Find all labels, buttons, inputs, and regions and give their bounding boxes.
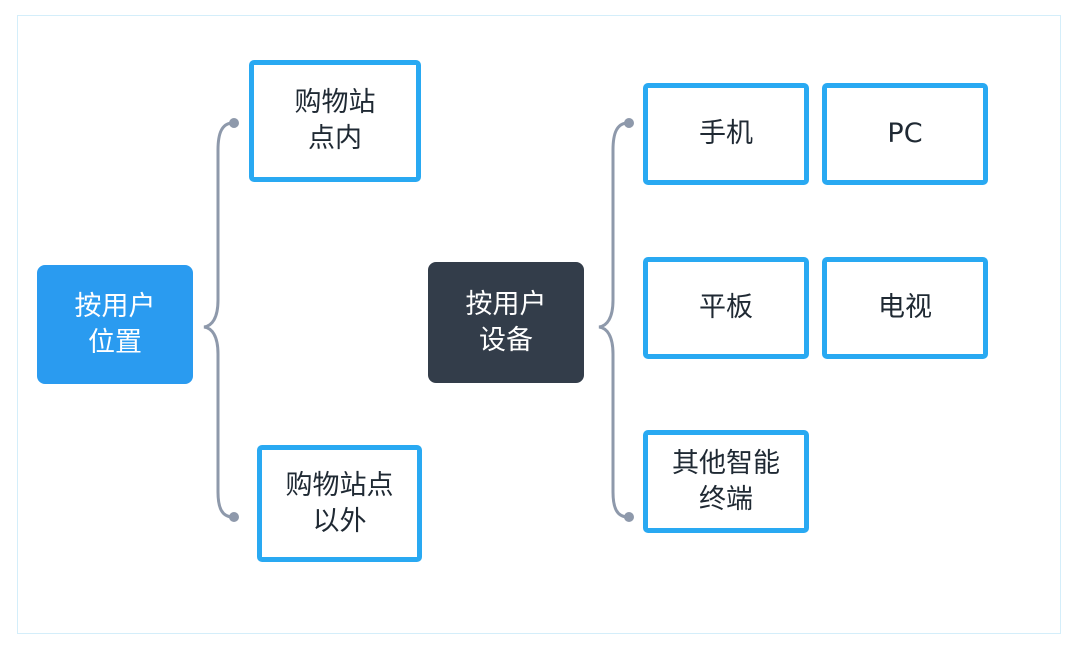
device-child-pc: PC: [822, 83, 988, 185]
device-bracket: [598, 121, 630, 519]
device-child-label: 电视: [878, 292, 932, 323]
location-child-label: 购物站点以外: [285, 469, 394, 537]
device-child-tv: 电视: [822, 257, 988, 359]
location-root-label: 按用户位置: [74, 290, 156, 358]
device-child-phone: 手机: [643, 83, 809, 185]
device-bracket-dot-top: [624, 118, 634, 128]
device-child-other-smart-terminal: 其他智能终端: [643, 430, 809, 533]
device-root-node: 按用户设备: [428, 262, 584, 383]
device-child-label: 其他智能终端: [672, 447, 780, 515]
location-bracket-dot-top: [229, 118, 239, 128]
device-child-label: PC: [887, 118, 923, 149]
device-root-label: 按用户设备: [465, 288, 547, 356]
location-bracket-dot-bottom: [229, 512, 239, 522]
device-child-label: 手机: [699, 118, 753, 149]
location-child-outside-store: 购物站点以外: [257, 445, 422, 562]
location-bracket: [203, 121, 235, 519]
device-bracket-dot-bottom: [624, 512, 634, 522]
location-child-label: 购物站点内: [294, 87, 376, 154]
device-child-tablet: 平板: [643, 257, 809, 359]
location-child-in-store: 购物站点内: [249, 60, 421, 182]
location-root-node: 按用户位置: [37, 265, 193, 384]
device-child-label: 平板: [699, 292, 753, 323]
